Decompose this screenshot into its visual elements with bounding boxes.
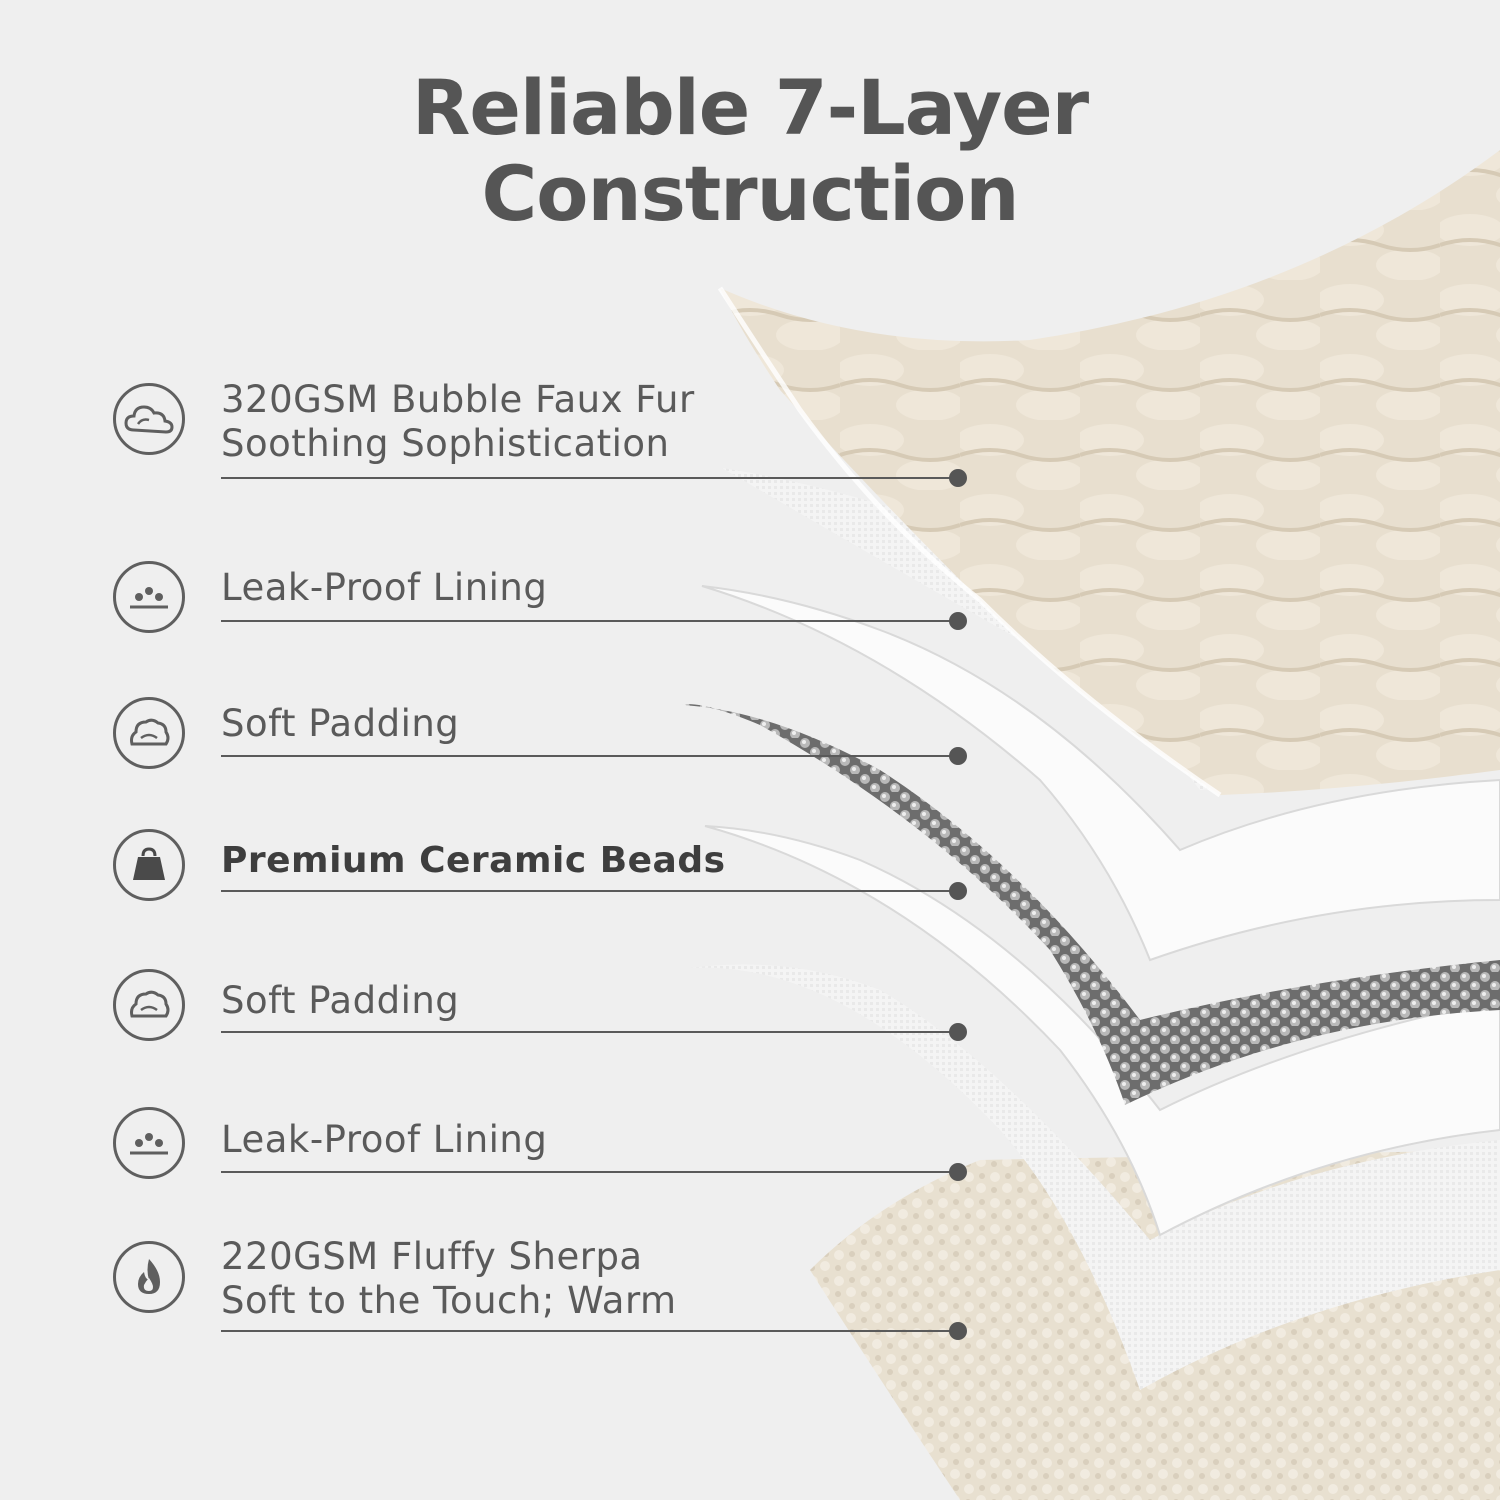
cloud-icon: [113, 383, 185, 455]
layer-3-label: Soft Padding: [221, 702, 460, 745]
leader-line-5: [221, 1031, 958, 1033]
padding-icon: [113, 697, 185, 769]
page-title-line-1: Reliable 7-Layer: [411, 63, 1089, 152]
leader-dot-2: [949, 612, 967, 630]
droplets-icon: [113, 561, 185, 633]
layer-7-line-2: Soft to the Touch; Warm: [221, 1279, 677, 1322]
layer-1-line-2: Soothing Sophistication: [221, 422, 670, 465]
leader-line-2: [221, 620, 958, 622]
faux-fur-layer: [720, 150, 1500, 795]
layer-1-label: 320GSM Bubble Faux Fur Soothing Sophisti…: [221, 378, 695, 466]
leader-dot-6: [949, 1163, 967, 1181]
weight-icon: [113, 829, 185, 901]
layer-2-label: Leak-Proof Lining: [221, 566, 548, 609]
leader-line-3: [221, 755, 958, 757]
beads-layer: [682, 704, 1500, 1105]
layer-7-label: 220GSM Fluffy Sherpa Soft to the Touch; …: [221, 1235, 677, 1323]
layer-4-label: Premium Ceramic Beads: [221, 840, 726, 881]
leader-line-1: [221, 477, 958, 479]
leader-dot-5: [949, 1023, 967, 1041]
leader-line-4: [221, 890, 958, 892]
flame-icon: [113, 1241, 185, 1313]
droplets-icon-2: [113, 1107, 185, 1179]
leader-dot-3: [949, 747, 967, 765]
leader-dot-4: [949, 882, 967, 900]
lining-layer-bottom: [690, 964, 1500, 1390]
padding-icon-2: [113, 969, 185, 1041]
page-title-line-2: Construction: [481, 149, 1020, 238]
leader-dot-7: [949, 1322, 967, 1340]
padding-layer-top: [701, 585, 1500, 962]
leader-line-6: [221, 1171, 958, 1173]
leader-dot-1: [949, 469, 967, 487]
layer-6-label: Leak-Proof Lining: [221, 1118, 548, 1161]
layer-1-line-1: 320GSM Bubble Faux Fur: [221, 378, 695, 421]
leader-line-7: [221, 1330, 958, 1332]
layer-7-line-1: 220GSM Fluffy Sherpa: [221, 1235, 643, 1278]
layer-5-label: Soft Padding: [221, 979, 460, 1022]
